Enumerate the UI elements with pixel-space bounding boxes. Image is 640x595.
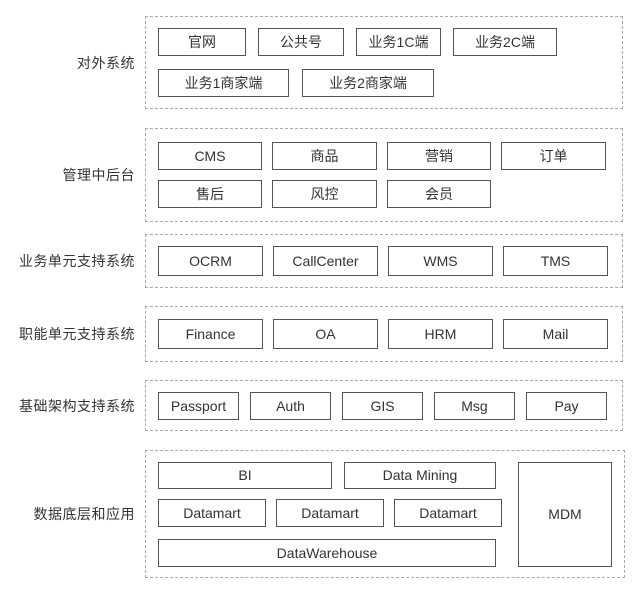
datawarehouse-box: DataWarehouse bbox=[158, 538, 496, 567]
business-1c-box: 业务1C端 bbox=[356, 28, 441, 56]
section-external-systems: 官网 公共号 业务1C端 业务2C端 业务1商家端 业务2商家端 bbox=[145, 16, 623, 109]
official-site-box: 官网 bbox=[158, 28, 246, 56]
box-row: DataWarehouse bbox=[158, 538, 502, 567]
finance-box: Finance bbox=[158, 319, 263, 349]
callcenter-box: CallCenter bbox=[273, 246, 378, 276]
section-row-infrastructure-support: 基础架构支持系统 Passport Auth GIS Msg Pay bbox=[0, 380, 640, 431]
hrm-box: HRM bbox=[388, 319, 493, 349]
section-row-external-systems: 对外系统 官网 公共号 业务1C端 业务2C端 业务1商家端 业务2商家端 bbox=[0, 16, 640, 109]
datamart-box-1: Datamart bbox=[158, 498, 266, 527]
passport-box: Passport bbox=[158, 391, 239, 420]
ocrm-box: OCRM bbox=[158, 246, 263, 276]
section-label-business-unit-support: 业务单元支持系统 bbox=[19, 253, 135, 269]
section-row-business-unit-support: 业务单元支持系统 OCRM CallCenter WMS TMS bbox=[0, 234, 640, 288]
risk-control-box: 风控 bbox=[272, 180, 377, 208]
data-layer-left-group: BI Data Mining Datamart Datamart Datamar… bbox=[158, 461, 502, 567]
aftersales-box: 售后 bbox=[158, 180, 262, 208]
section-infrastructure-support: Passport Auth GIS Msg Pay bbox=[145, 380, 623, 431]
section-functional-unit-support: Finance OA HRM Mail bbox=[145, 306, 623, 362]
public-account-box: 公共号 bbox=[258, 28, 344, 56]
box-row: Datamart Datamart Datamart bbox=[158, 498, 502, 527]
section-label-external-systems: 对外系统 bbox=[77, 54, 135, 71]
oa-box: OA bbox=[273, 319, 378, 349]
mdm-box: MDM bbox=[518, 461, 612, 567]
order-box: 订单 bbox=[501, 142, 606, 170]
marketing-box: 营销 bbox=[387, 142, 491, 170]
datamart-box-2: Datamart bbox=[276, 498, 384, 527]
mail-box: Mail bbox=[503, 319, 608, 349]
msg-box: Msg bbox=[434, 391, 515, 420]
section-label-functional-unit-support: 职能单元支持系统 bbox=[19, 326, 135, 342]
pay-box: Pay bbox=[526, 391, 607, 420]
auth-box: Auth bbox=[250, 391, 331, 420]
section-business-unit-support: OCRM CallCenter WMS TMS bbox=[145, 234, 623, 288]
box-row: Passport Auth GIS Msg Pay bbox=[158, 391, 610, 420]
cms-box: CMS bbox=[158, 142, 262, 170]
datamart-box-3: Datamart bbox=[394, 498, 502, 527]
section-label-data-layer: 数据底层和应用 bbox=[33, 506, 135, 522]
section-row-admin-backend: 管理中后台 CMS 商品 营销 订单 售后 风控 会员 bbox=[0, 128, 640, 222]
box-row: 售后 风控 会员 bbox=[158, 180, 610, 208]
box-row: OCRM CallCenter WMS TMS bbox=[158, 246, 610, 276]
bi-box: BI bbox=[158, 461, 332, 489]
member-box: 会员 bbox=[387, 180, 491, 208]
gis-box: GIS bbox=[342, 391, 423, 420]
section-row-functional-unit-support: 职能单元支持系统 Finance OA HRM Mail bbox=[0, 306, 640, 362]
box-row: CMS 商品 营销 订单 bbox=[158, 142, 610, 170]
business-1-merchant-box: 业务1商家端 bbox=[158, 69, 289, 97]
box-row: BI Data Mining bbox=[158, 461, 502, 489]
business-2-merchant-box: 业务2商家端 bbox=[302, 69, 434, 97]
section-admin-backend: CMS 商品 营销 订单 售后 风控 会员 bbox=[145, 128, 623, 222]
business-2c-box: 业务2C端 bbox=[453, 28, 557, 56]
data-mining-box: Data Mining bbox=[344, 461, 496, 489]
section-label-admin-backend: 管理中后台 bbox=[62, 167, 135, 183]
box-row: 官网 公共号 业务1C端 业务2C端 bbox=[158, 28, 610, 56]
section-data-layer: BI Data Mining Datamart Datamart Datamar… bbox=[145, 450, 625, 578]
tms-box: TMS bbox=[503, 246, 608, 276]
section-row-data-layer: 数据底层和应用 BI Data Mining Datamart Datamart… bbox=[0, 450, 640, 578]
product-box: 商品 bbox=[272, 142, 377, 170]
box-row: 业务1商家端 业务2商家端 bbox=[158, 69, 610, 97]
box-row: Finance OA HRM Mail bbox=[158, 319, 610, 349]
wms-box: WMS bbox=[388, 246, 493, 276]
section-label-infrastructure-support: 基础架构支持系统 bbox=[19, 397, 135, 414]
